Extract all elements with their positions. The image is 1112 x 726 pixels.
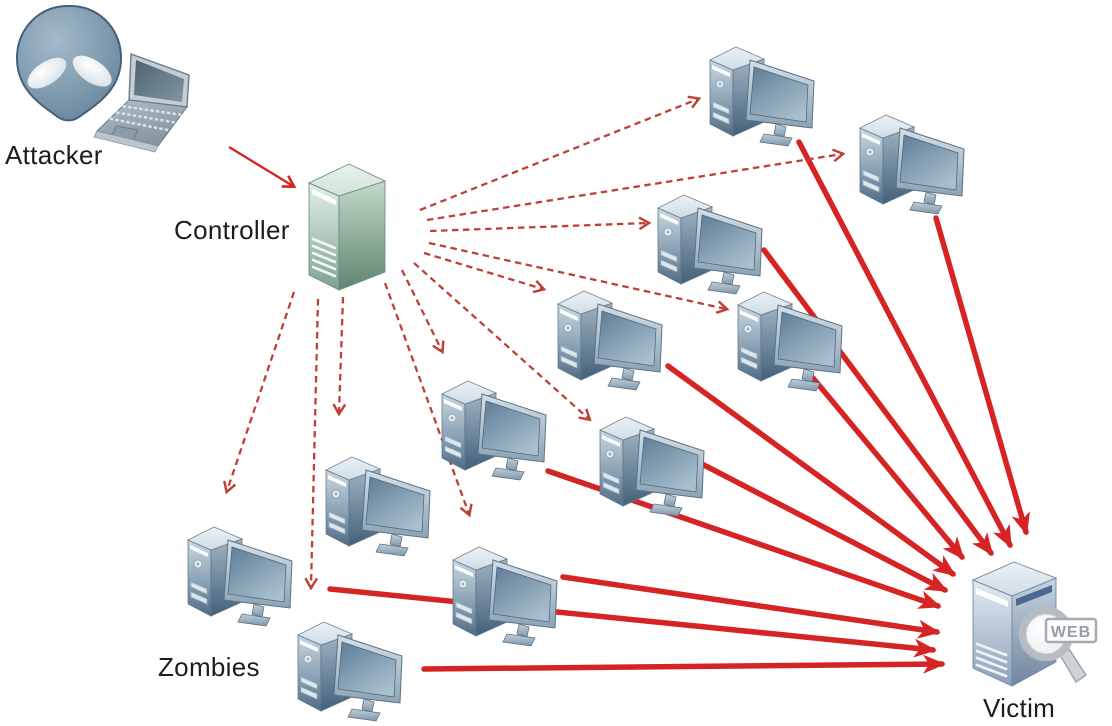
attack-arrow — [761, 247, 994, 557]
command-arrow — [429, 223, 648, 233]
command-arrow — [400, 269, 442, 351]
command-arrow — [428, 241, 726, 309]
zombie-computer-icon — [187, 526, 293, 627]
zombie-computer-icon — [657, 194, 763, 295]
command-arrow — [339, 296, 343, 413]
zombie-computer-icon — [297, 621, 403, 722]
zombie-computer-icon — [452, 546, 558, 647]
zombie-computer-icon — [709, 46, 815, 147]
victim-server-icon: WEB — [971, 561, 1098, 687]
zombie-computer-icon — [557, 290, 663, 391]
alien-eye-icon — [26, 56, 68, 90]
zombies-label: Zombies — [158, 652, 260, 682]
alien-head-icon — [15, 4, 123, 122]
attack-arrow — [933, 215, 1030, 536]
zombie-computer-icon — [859, 114, 965, 215]
command-arrow — [383, 282, 469, 514]
zombie-computer-icon — [737, 291, 843, 392]
controller-label: Controller — [174, 215, 290, 245]
command-arrow — [419, 99, 698, 212]
command-arrows — [227, 99, 842, 587]
attacker-to-controller-arrow — [228, 146, 293, 186]
attacker-icon — [15, 4, 190, 153]
controller-server-icon — [307, 163, 387, 291]
attack-arrow — [810, 375, 965, 560]
web-magnifier-icon: WEB — [1018, 606, 1098, 684]
attack-arrow — [796, 139, 1013, 549]
command-arrow — [227, 291, 296, 491]
zombie-computer-icon — [599, 416, 705, 517]
command-arrow — [311, 298, 320, 587]
alien-eye-icon — [71, 54, 113, 88]
attack-arrow — [421, 654, 946, 674]
attack-arrow — [697, 460, 949, 593]
zombie-computer-icon — [325, 456, 431, 557]
command-arrow — [426, 154, 842, 222]
command-arrow — [413, 262, 589, 419]
web-badge-text: WEB — [1051, 624, 1091, 641]
zombie-computer-icon — [441, 380, 547, 481]
attacker-label: Attacker — [5, 140, 103, 170]
attack-arrow — [327, 586, 937, 658]
victim-label: Victim — [983, 693, 1056, 723]
attack-arrow — [665, 363, 957, 577]
laptop-icon — [93, 53, 190, 153]
attack-arrow — [560, 574, 941, 639]
command-arrow — [423, 251, 543, 289]
